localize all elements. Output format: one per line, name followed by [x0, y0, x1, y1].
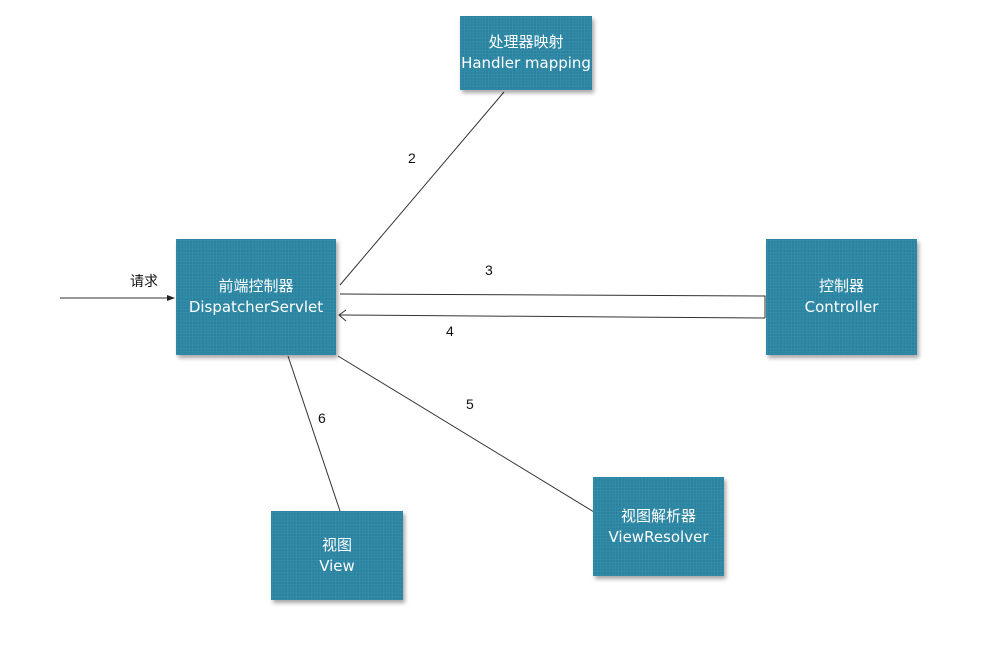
edge-2-line [339, 91, 505, 286]
edge-6-line [287, 355, 341, 512]
handler-mapping-node: 处理器映射 Handler mapping [460, 16, 592, 90]
edge-6-label: 6 [318, 410, 326, 426]
view-resolver-title-zh: 视图解析器 [620, 506, 696, 525]
view-resolver-title-en: ViewResolver [608, 527, 709, 546]
edge-5-line [337, 355, 595, 513]
edge-3-label: 3 [485, 262, 493, 278]
view-node: 视图 View [271, 511, 403, 600]
edge-3-line [339, 293, 766, 318]
controller-title-zh: 控制器 [818, 277, 864, 295]
controller-title-en: Controller [804, 298, 879, 316]
view-resolver-node: 视图解析器 ViewResolver [593, 477, 724, 576]
request-label: 请求 [130, 273, 158, 289]
edge-2-label: 2 [408, 150, 416, 166]
edge-4-line [339, 314, 766, 319]
view-title-en: View [319, 556, 355, 575]
handler-mapping-title-en: Handler mapping [461, 54, 591, 72]
edge-4-label: 4 [446, 323, 454, 339]
controller-node: 控制器 Controller [766, 239, 917, 355]
edge-5-label: 5 [466, 396, 474, 412]
view-title-zh: 视图 [321, 535, 352, 554]
edge-4-arrowhead [338, 309, 347, 322]
dispatcher-title-en: DispatcherServlet [188, 298, 324, 316]
dispatcher-servlet-node: 前端控制器 DispatcherServlet [176, 239, 336, 355]
handler-mapping-title-zh: 处理器映射 [488, 33, 564, 51]
dispatcher-title-zh: 前端控制器 [218, 277, 294, 295]
